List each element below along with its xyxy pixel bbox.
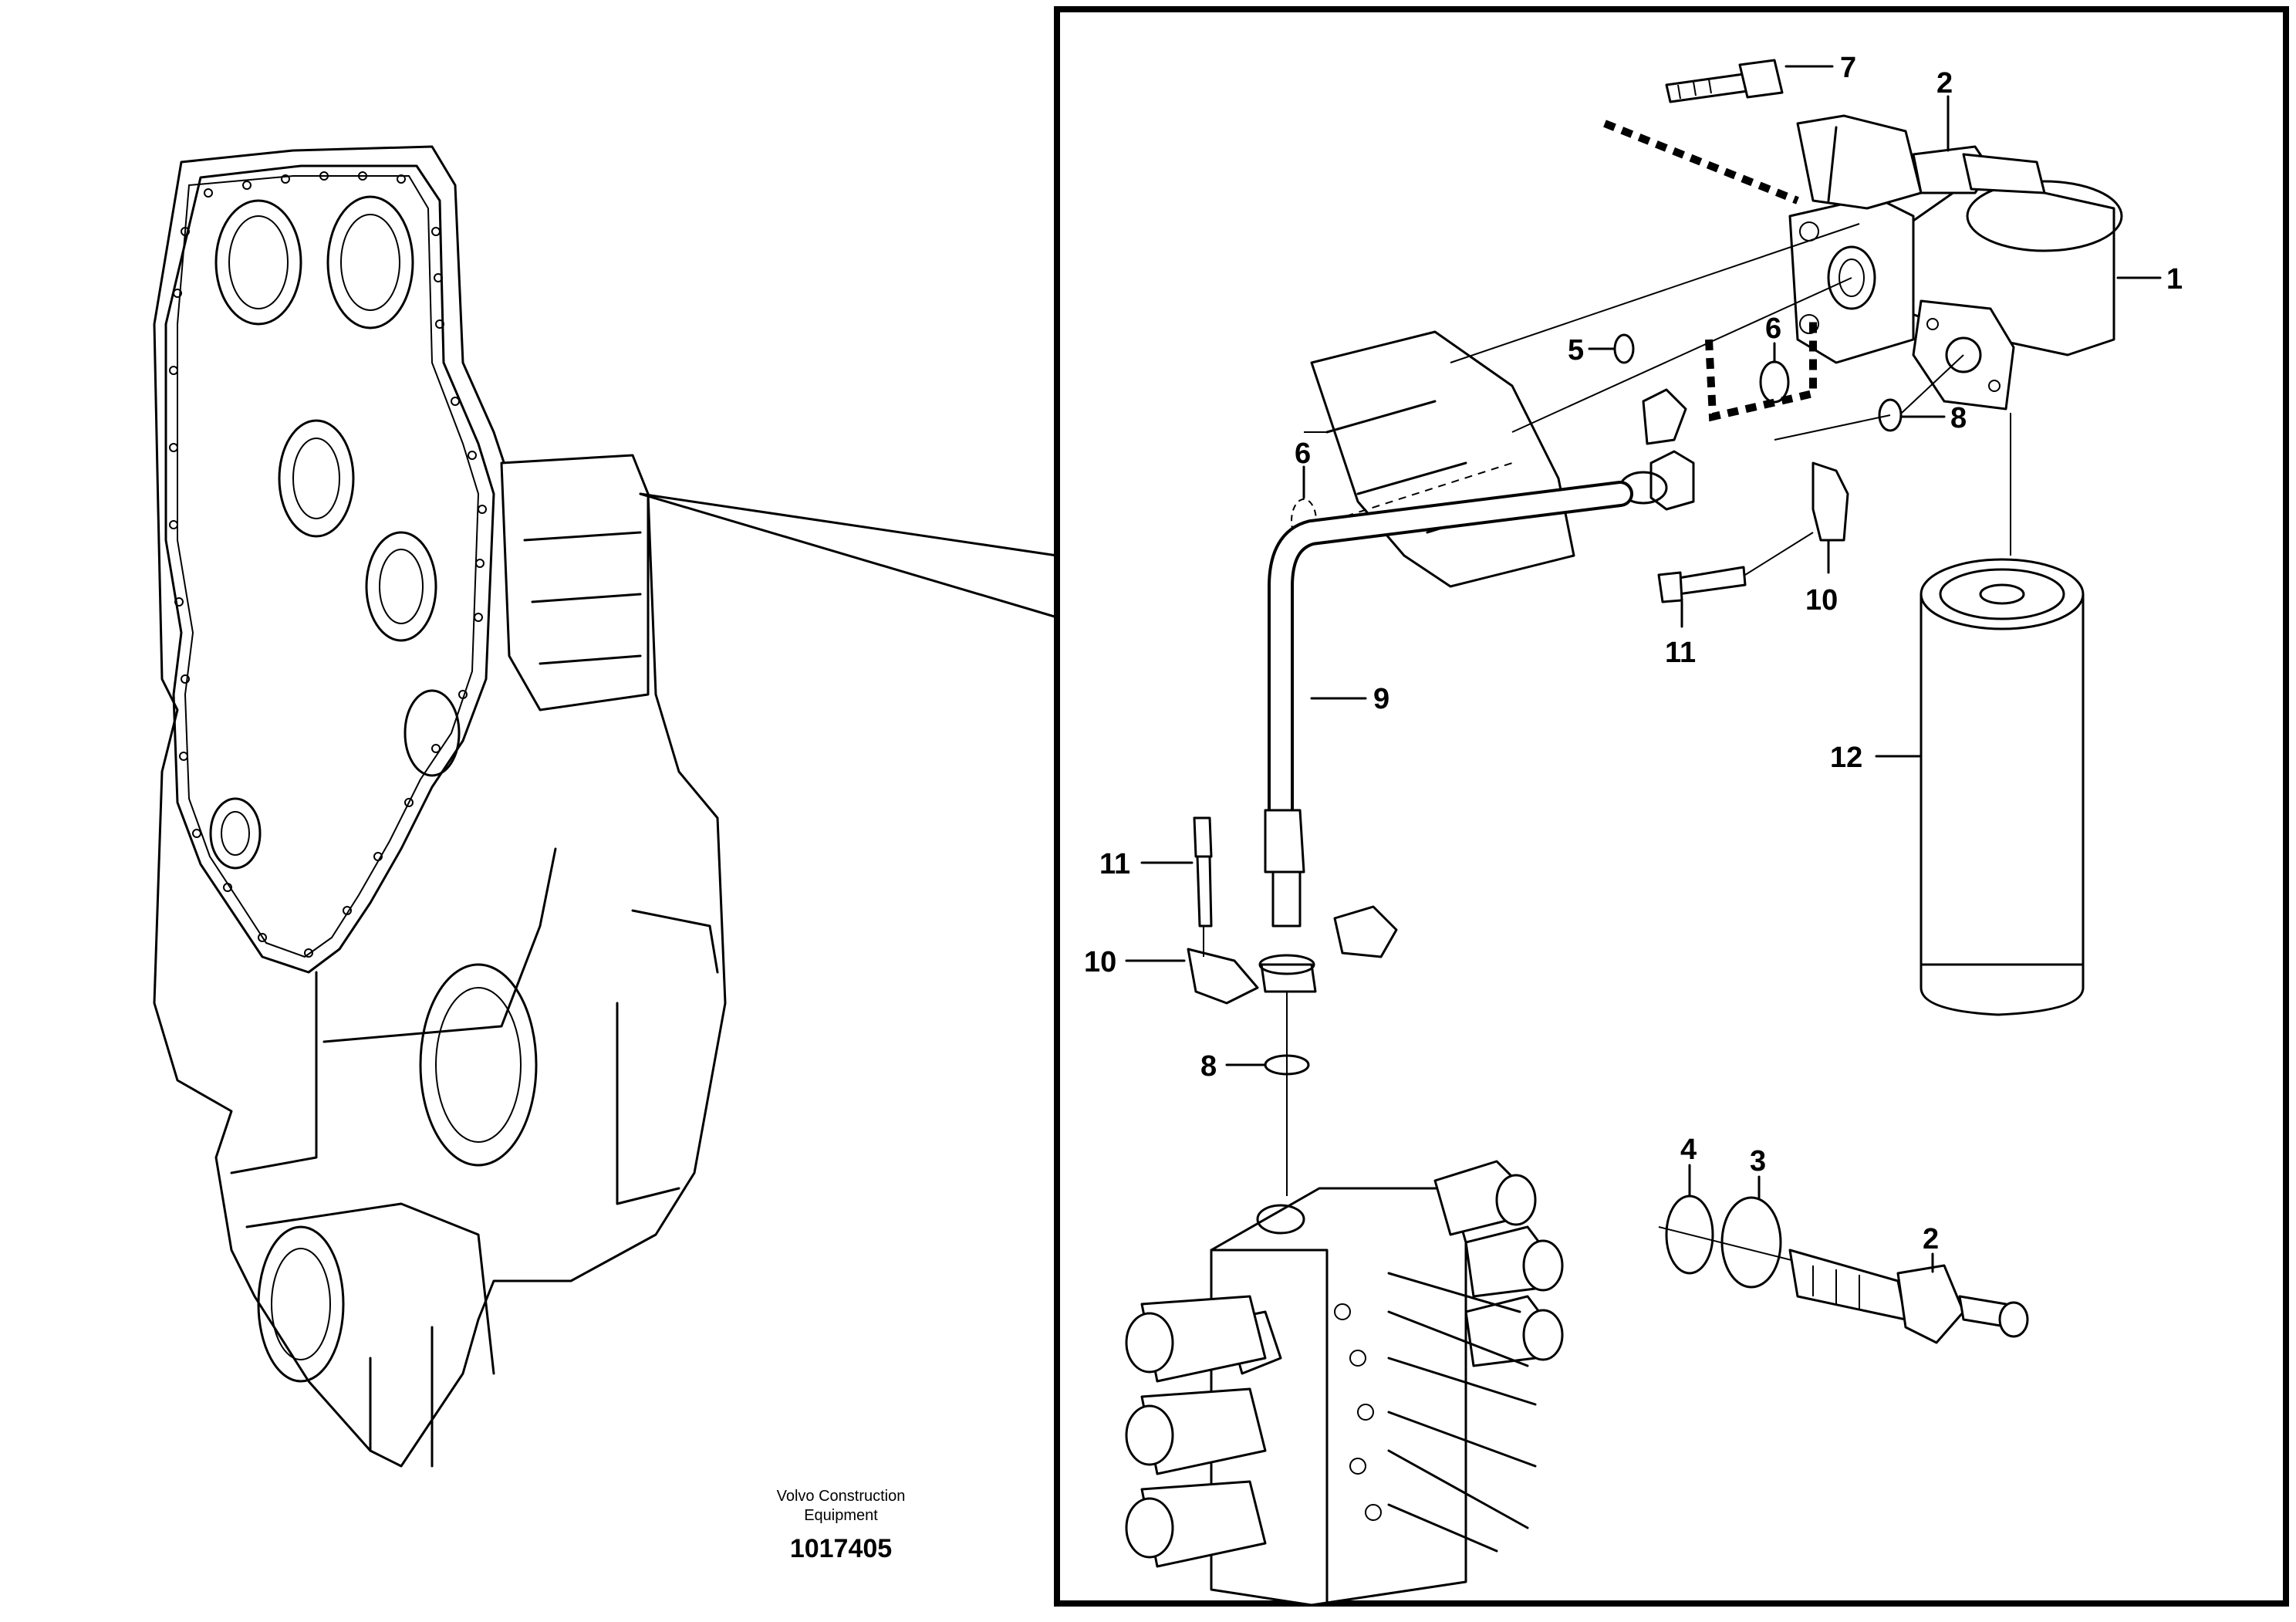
flange-clamps bbox=[1187, 388, 1849, 1005]
pressure-sensor-top bbox=[1796, 114, 2046, 210]
document-number: 1017405 bbox=[790, 1534, 892, 1563]
callout-2-top: 2 bbox=[1936, 67, 1953, 100]
callout-3: 3 bbox=[1750, 1145, 1766, 1178]
callout-10-left: 10 bbox=[1084, 946, 1116, 978]
callout-1: 1 bbox=[2166, 263, 2183, 296]
publisher-line-1: Volvo Construction bbox=[777, 1488, 906, 1505]
callout-5: 5 bbox=[1568, 334, 1584, 367]
bolt-7 bbox=[1603, 59, 1799, 204]
transmission-housing bbox=[153, 145, 727, 1468]
pipe-9 bbox=[1258, 450, 1695, 1196]
callout-8-top: 8 bbox=[1950, 402, 1967, 434]
sealing-rings-and-sensor bbox=[1658, 1195, 2029, 1344]
control-valve-block bbox=[1125, 1160, 1564, 1607]
callout-9: 9 bbox=[1373, 683, 1389, 715]
callout-11-top: 11 bbox=[1665, 637, 1696, 669]
callout-11-left: 11 bbox=[1099, 848, 1130, 880]
callout-10-top: 10 bbox=[1805, 584, 1838, 617]
publisher-line-2: Equipment bbox=[804, 1507, 878, 1524]
filter-housing bbox=[1788, 176, 2123, 411]
callout-6-right: 6 bbox=[1765, 313, 1781, 345]
callout-8-left: 8 bbox=[1200, 1050, 1217, 1083]
oil-filter bbox=[1920, 558, 2085, 1016]
callout-6-left: 6 bbox=[1295, 438, 1311, 470]
detail-leader-lines bbox=[639, 492, 1059, 619]
callout-2-bottom: 2 bbox=[1923, 1223, 1939, 1255]
o-rings-upper bbox=[1613, 316, 2011, 556]
callouts: 7 2 1 5 6 6 8 10 11 9 12 11 10 bbox=[1084, 52, 2183, 1273]
publisher-block: Volvo Construction Equipment 1017405 bbox=[777, 1488, 906, 1563]
callout-7: 7 bbox=[1840, 52, 1856, 84]
callout-12: 12 bbox=[1830, 742, 1862, 774]
detail-frame bbox=[1054, 6, 2289, 1607]
flange-bolt-holes bbox=[169, 171, 487, 958]
callout-4: 4 bbox=[1680, 1134, 1697, 1166]
